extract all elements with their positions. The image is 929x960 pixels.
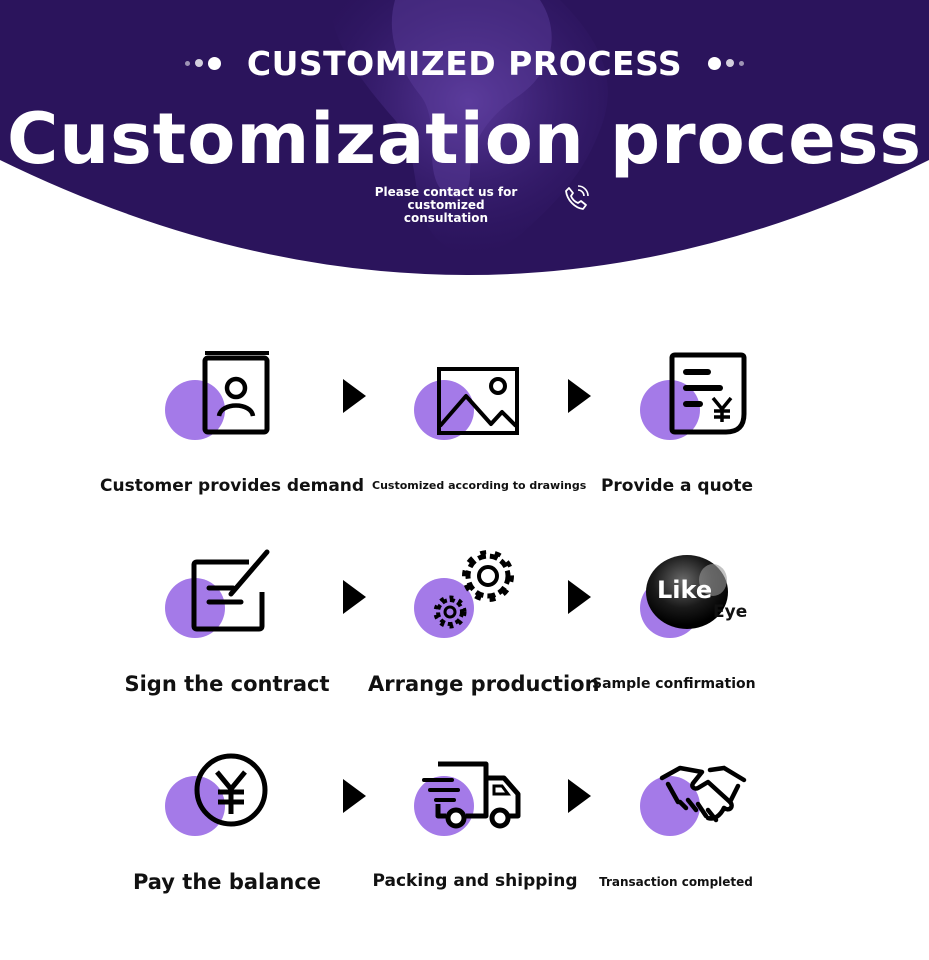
step-label: Customized according to drawings: [372, 479, 587, 492]
kicker-row: CUSTOMIZED PROCESS: [0, 40, 929, 86]
badge-like-text: Like: [657, 576, 713, 604]
next-arrow-icon: [568, 580, 591, 614]
accent-circle: [414, 776, 474, 836]
banner-background: [0, 0, 929, 275]
phone-call-icon[interactable]: [562, 184, 590, 212]
step-label: Arrange production: [368, 672, 600, 696]
page-title: Customization process: [6, 98, 923, 180]
accent-circle: [414, 380, 474, 440]
left-dots: [184, 56, 221, 70]
next-arrow-icon: [568, 379, 591, 413]
step-label: Sample confirmation: [592, 676, 756, 692]
kicker-title: CUSTOMIZED PROCESS: [246, 43, 683, 83]
gears-icon: [433, 550, 514, 629]
next-arrow-icon: [343, 580, 366, 614]
next-arrow-icon: [568, 779, 591, 813]
step-label: Customer provides demand: [100, 476, 365, 496]
right-dots: [708, 56, 745, 70]
like-eye-badge-icon: Like Eye: [645, 554, 755, 634]
next-arrow-icon: [343, 379, 366, 413]
handshake-icon: [659, 765, 747, 823]
yen-document-icon: [669, 352, 747, 435]
step-label: Provide a quote: [600, 476, 754, 496]
yen-coin-icon: [194, 753, 268, 827]
next-arrow-icon: [343, 779, 366, 813]
image-picture-icon: [437, 367, 519, 435]
edit-document-icon: [191, 549, 270, 632]
step-label: Pay the balance: [132, 870, 322, 894]
contact-text: Please contact us for customized consult…: [374, 185, 518, 225]
badge-eye-text: Eye: [713, 602, 748, 622]
step-label: Packing and shipping: [372, 871, 578, 891]
contact-book-icon: [202, 351, 270, 435]
step-label: Transaction completed: [599, 875, 753, 889]
step-label: Sign the contract: [124, 672, 330, 696]
header-banner: [0, 0, 929, 300]
accent-circle: [414, 578, 474, 638]
delivery-truck-icon: [422, 761, 521, 829]
